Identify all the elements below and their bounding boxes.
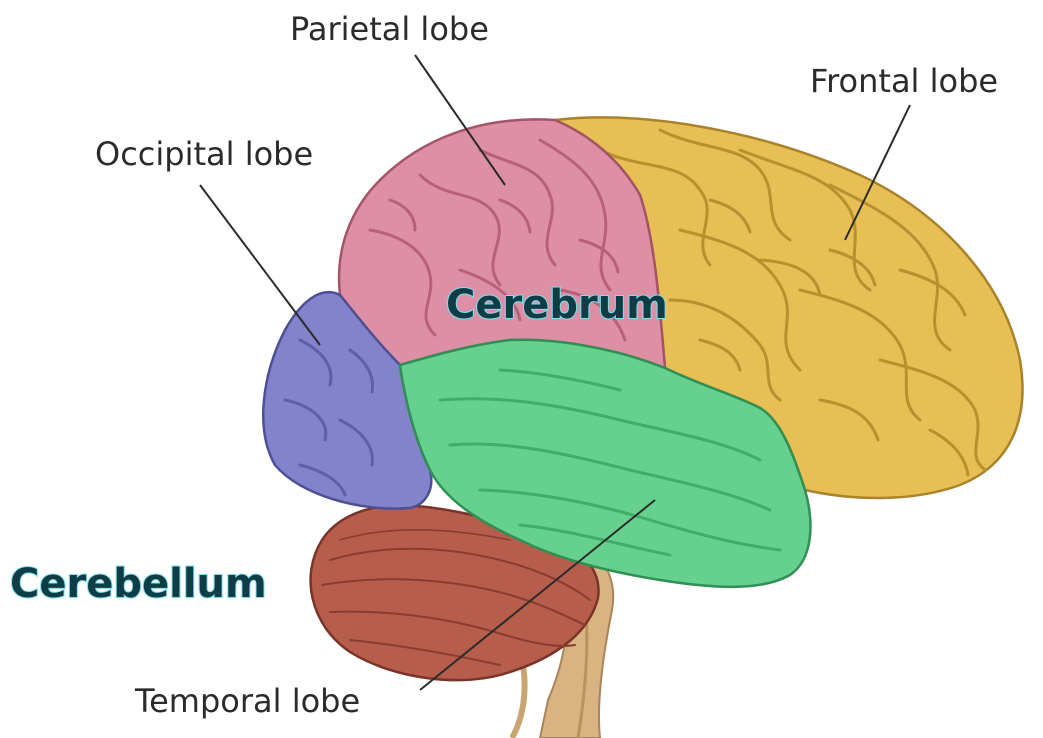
cerebellum-label: Cerebellum bbox=[10, 561, 267, 607]
frontal-lobe-label: Frontal lobe bbox=[810, 62, 998, 100]
parietal-lobe-label: Parietal lobe bbox=[290, 10, 489, 48]
temporal-lobe-label: Temporal lobe bbox=[134, 682, 360, 720]
cerebrum-label: Cerebrum bbox=[446, 282, 668, 328]
occipital-lobe-label: Occipital lobe bbox=[95, 135, 313, 173]
occipital-leader bbox=[200, 185, 320, 345]
